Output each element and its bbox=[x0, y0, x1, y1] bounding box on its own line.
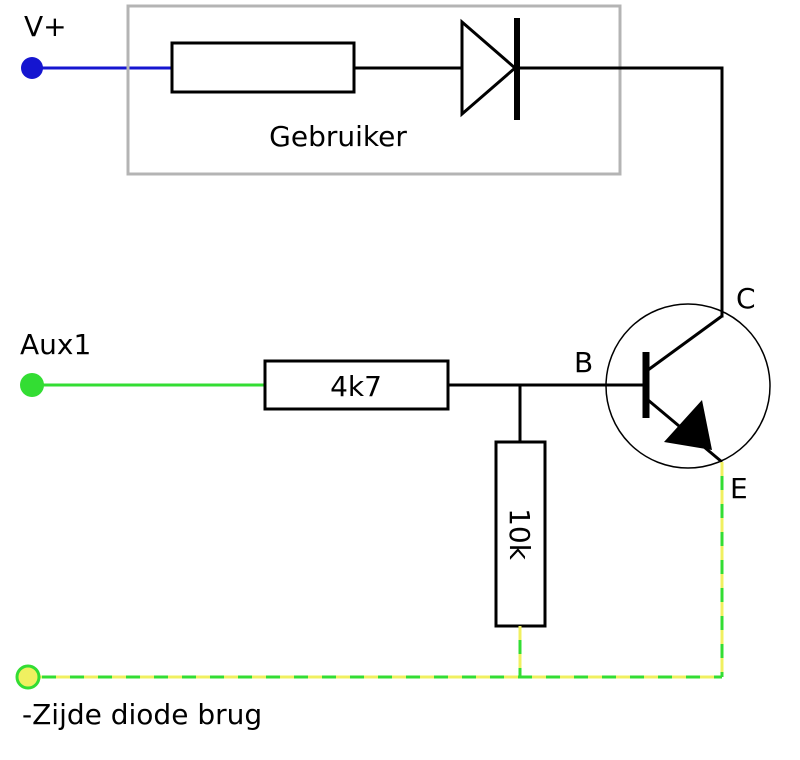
resistor-4k7-label: 4k7 bbox=[330, 370, 382, 403]
vplus-net: V+ bbox=[21, 10, 174, 79]
ground-terminal bbox=[15, 664, 41, 690]
transistor-collector-lead bbox=[647, 314, 723, 372]
emitter-arrow bbox=[664, 400, 712, 450]
resistor-4k7: 4k7 bbox=[263, 359, 450, 411]
diode-symbol bbox=[460, 18, 518, 118]
npn-transistor: B C E bbox=[574, 282, 771, 505]
collector-wire bbox=[515, 66, 724, 318]
load-resistor bbox=[170, 41, 356, 94]
vplus-terminal bbox=[21, 57, 43, 79]
vplus-label: V+ bbox=[24, 10, 67, 43]
ground-net: -Zijde diode brug bbox=[15, 462, 724, 731]
pin-label-base: B bbox=[574, 346, 593, 379]
ground-label: -Zijde diode brug bbox=[22, 698, 262, 731]
transistor-outline bbox=[605, 303, 771, 469]
load-box: Gebruiker bbox=[126, 4, 622, 176]
resistor-10k-label: 10k bbox=[503, 508, 536, 561]
aux1-net: Aux1 bbox=[20, 328, 267, 397]
load-box-label: Gebruiker bbox=[269, 120, 407, 153]
pin-label-collector: C bbox=[736, 282, 756, 315]
resistor-10k: 10k bbox=[494, 440, 547, 628]
aux1-label: Aux1 bbox=[20, 328, 91, 361]
load-box-frame bbox=[126, 4, 622, 176]
pin-label-emitter: E bbox=[730, 472, 748, 505]
aux1-terminal bbox=[20, 373, 44, 397]
resistor-10k-body bbox=[494, 440, 547, 628]
